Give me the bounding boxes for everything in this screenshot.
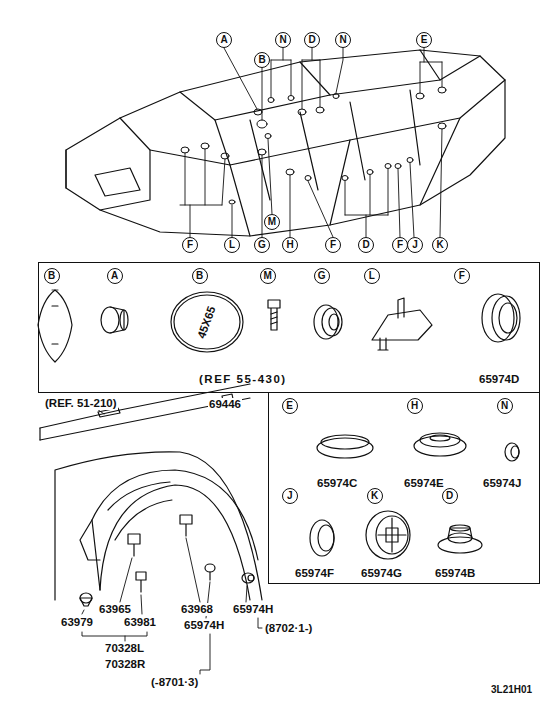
part-number: 65974B	[435, 567, 475, 580]
callout-letter: A	[216, 32, 232, 48]
callout-letter: E	[282, 398, 298, 414]
callout-letter: D	[358, 237, 374, 253]
leader-lines	[180, 48, 442, 237]
callout-letter-text: D	[308, 35, 315, 45]
callout-letter: H	[407, 398, 423, 414]
callout-letter-text: M	[264, 271, 272, 281]
callout-letter-text: F	[187, 240, 193, 250]
callout-letter-text: H	[411, 401, 418, 411]
callout-letter: J	[407, 237, 423, 253]
parts-panel: 65974C 65974E 65974J 65974F 65974G 65974B E H N J…	[268, 392, 540, 584]
callout-letter: K	[367, 488, 383, 504]
callout-letter: F	[454, 268, 470, 284]
callout-letter: N	[335, 32, 351, 48]
part-number: 65974G	[361, 567, 402, 580]
car-body	[66, 50, 505, 236]
callout-letter-text: L	[229, 240, 235, 250]
callout-letter: H	[282, 237, 298, 253]
part-marking: 45X65	[195, 303, 219, 340]
callout-letter-text: B	[48, 271, 55, 281]
fender-illustration	[40, 384, 262, 606]
callout-letter-text: L	[369, 271, 375, 281]
callout-letter: J	[282, 488, 298, 504]
callout-letter: M	[264, 214, 280, 230]
reference-note: (REF. 51-210)	[44, 397, 118, 410]
part-number: 65974H	[183, 619, 225, 632]
part-number: 65974H	[232, 603, 274, 616]
callout-letter: K	[432, 237, 448, 253]
callout-letter-text: K	[436, 240, 443, 250]
callout-letter-text: B	[196, 271, 203, 281]
callout-letter: G	[254, 237, 270, 253]
callout-letter-text: H	[286, 240, 293, 250]
callout-letter: D	[304, 32, 320, 48]
part-number: 70328L	[104, 642, 145, 655]
callout-letter-text: N	[279, 35, 286, 45]
callout-letter-text: D	[446, 491, 453, 501]
callout-letter-text: D	[362, 240, 369, 250]
callout-letter: E	[416, 32, 432, 48]
callout-letter-text: G	[258, 240, 266, 250]
callout-letter-text: E	[286, 401, 293, 411]
part-number: 70328R	[104, 658, 146, 671]
callout-letter: B	[192, 268, 208, 284]
callout-letter-text: J	[412, 240, 418, 250]
callout-letter: B	[44, 268, 60, 284]
part-number: 69446	[208, 398, 242, 411]
plug-parts	[38, 290, 520, 362]
callout-letter-text: F	[459, 271, 465, 281]
callout-letter-text: G	[318, 271, 326, 281]
callout-letter: B	[254, 52, 270, 68]
part-number: 65974D	[479, 373, 519, 386]
fender-leaders	[82, 402, 262, 674]
callout-letter: N	[497, 398, 513, 414]
callout-letter: G	[314, 268, 330, 284]
part-number: 63979	[60, 616, 94, 629]
part-number: 63965	[98, 603, 132, 616]
callout-letter-text: A	[220, 35, 227, 45]
part-number: 65974J	[483, 477, 521, 490]
callout-letter: F	[325, 237, 341, 253]
callout-letter-text: N	[501, 401, 508, 411]
callout-letter: A	[107, 268, 123, 284]
grommet-parts	[310, 433, 519, 559]
reference-note: (REF 55-430)	[199, 373, 287, 386]
callout-letter-text: M	[268, 217, 276, 227]
callout-letter-text: E	[421, 35, 428, 45]
part-number: 65974F	[295, 567, 334, 580]
callout-letter: F	[182, 237, 198, 253]
callout-letter: L	[224, 237, 240, 253]
callout-letter: L	[364, 268, 380, 284]
parts-panel: (REF 55-430) 65974D B A B M G L F	[38, 262, 540, 393]
part-number: 65974E	[404, 477, 444, 490]
callout-letter: N	[275, 32, 291, 48]
callout-letter: M	[260, 268, 276, 284]
callout-letter-text: K	[371, 491, 378, 501]
body-holes	[181, 87, 446, 204]
date-range: (-8701·3)	[150, 676, 199, 689]
callout-letter-text: A	[111, 271, 118, 281]
part-number: 65974C	[317, 477, 357, 490]
part-number: 63968	[180, 603, 214, 616]
part-number: 63981	[123, 616, 157, 629]
callout-letter: D	[442, 488, 458, 504]
callout-letter-text: B	[258, 55, 265, 65]
date-range: (8702·1-)	[264, 622, 313, 635]
callout-letter: F	[392, 237, 408, 253]
callout-letter-text: J	[287, 491, 293, 501]
callout-letter-text: F	[330, 240, 336, 250]
figure-code: 3L21H01	[490, 684, 533, 695]
callout-letter-text: N	[339, 35, 346, 45]
callout-letter-text: F	[397, 240, 403, 250]
